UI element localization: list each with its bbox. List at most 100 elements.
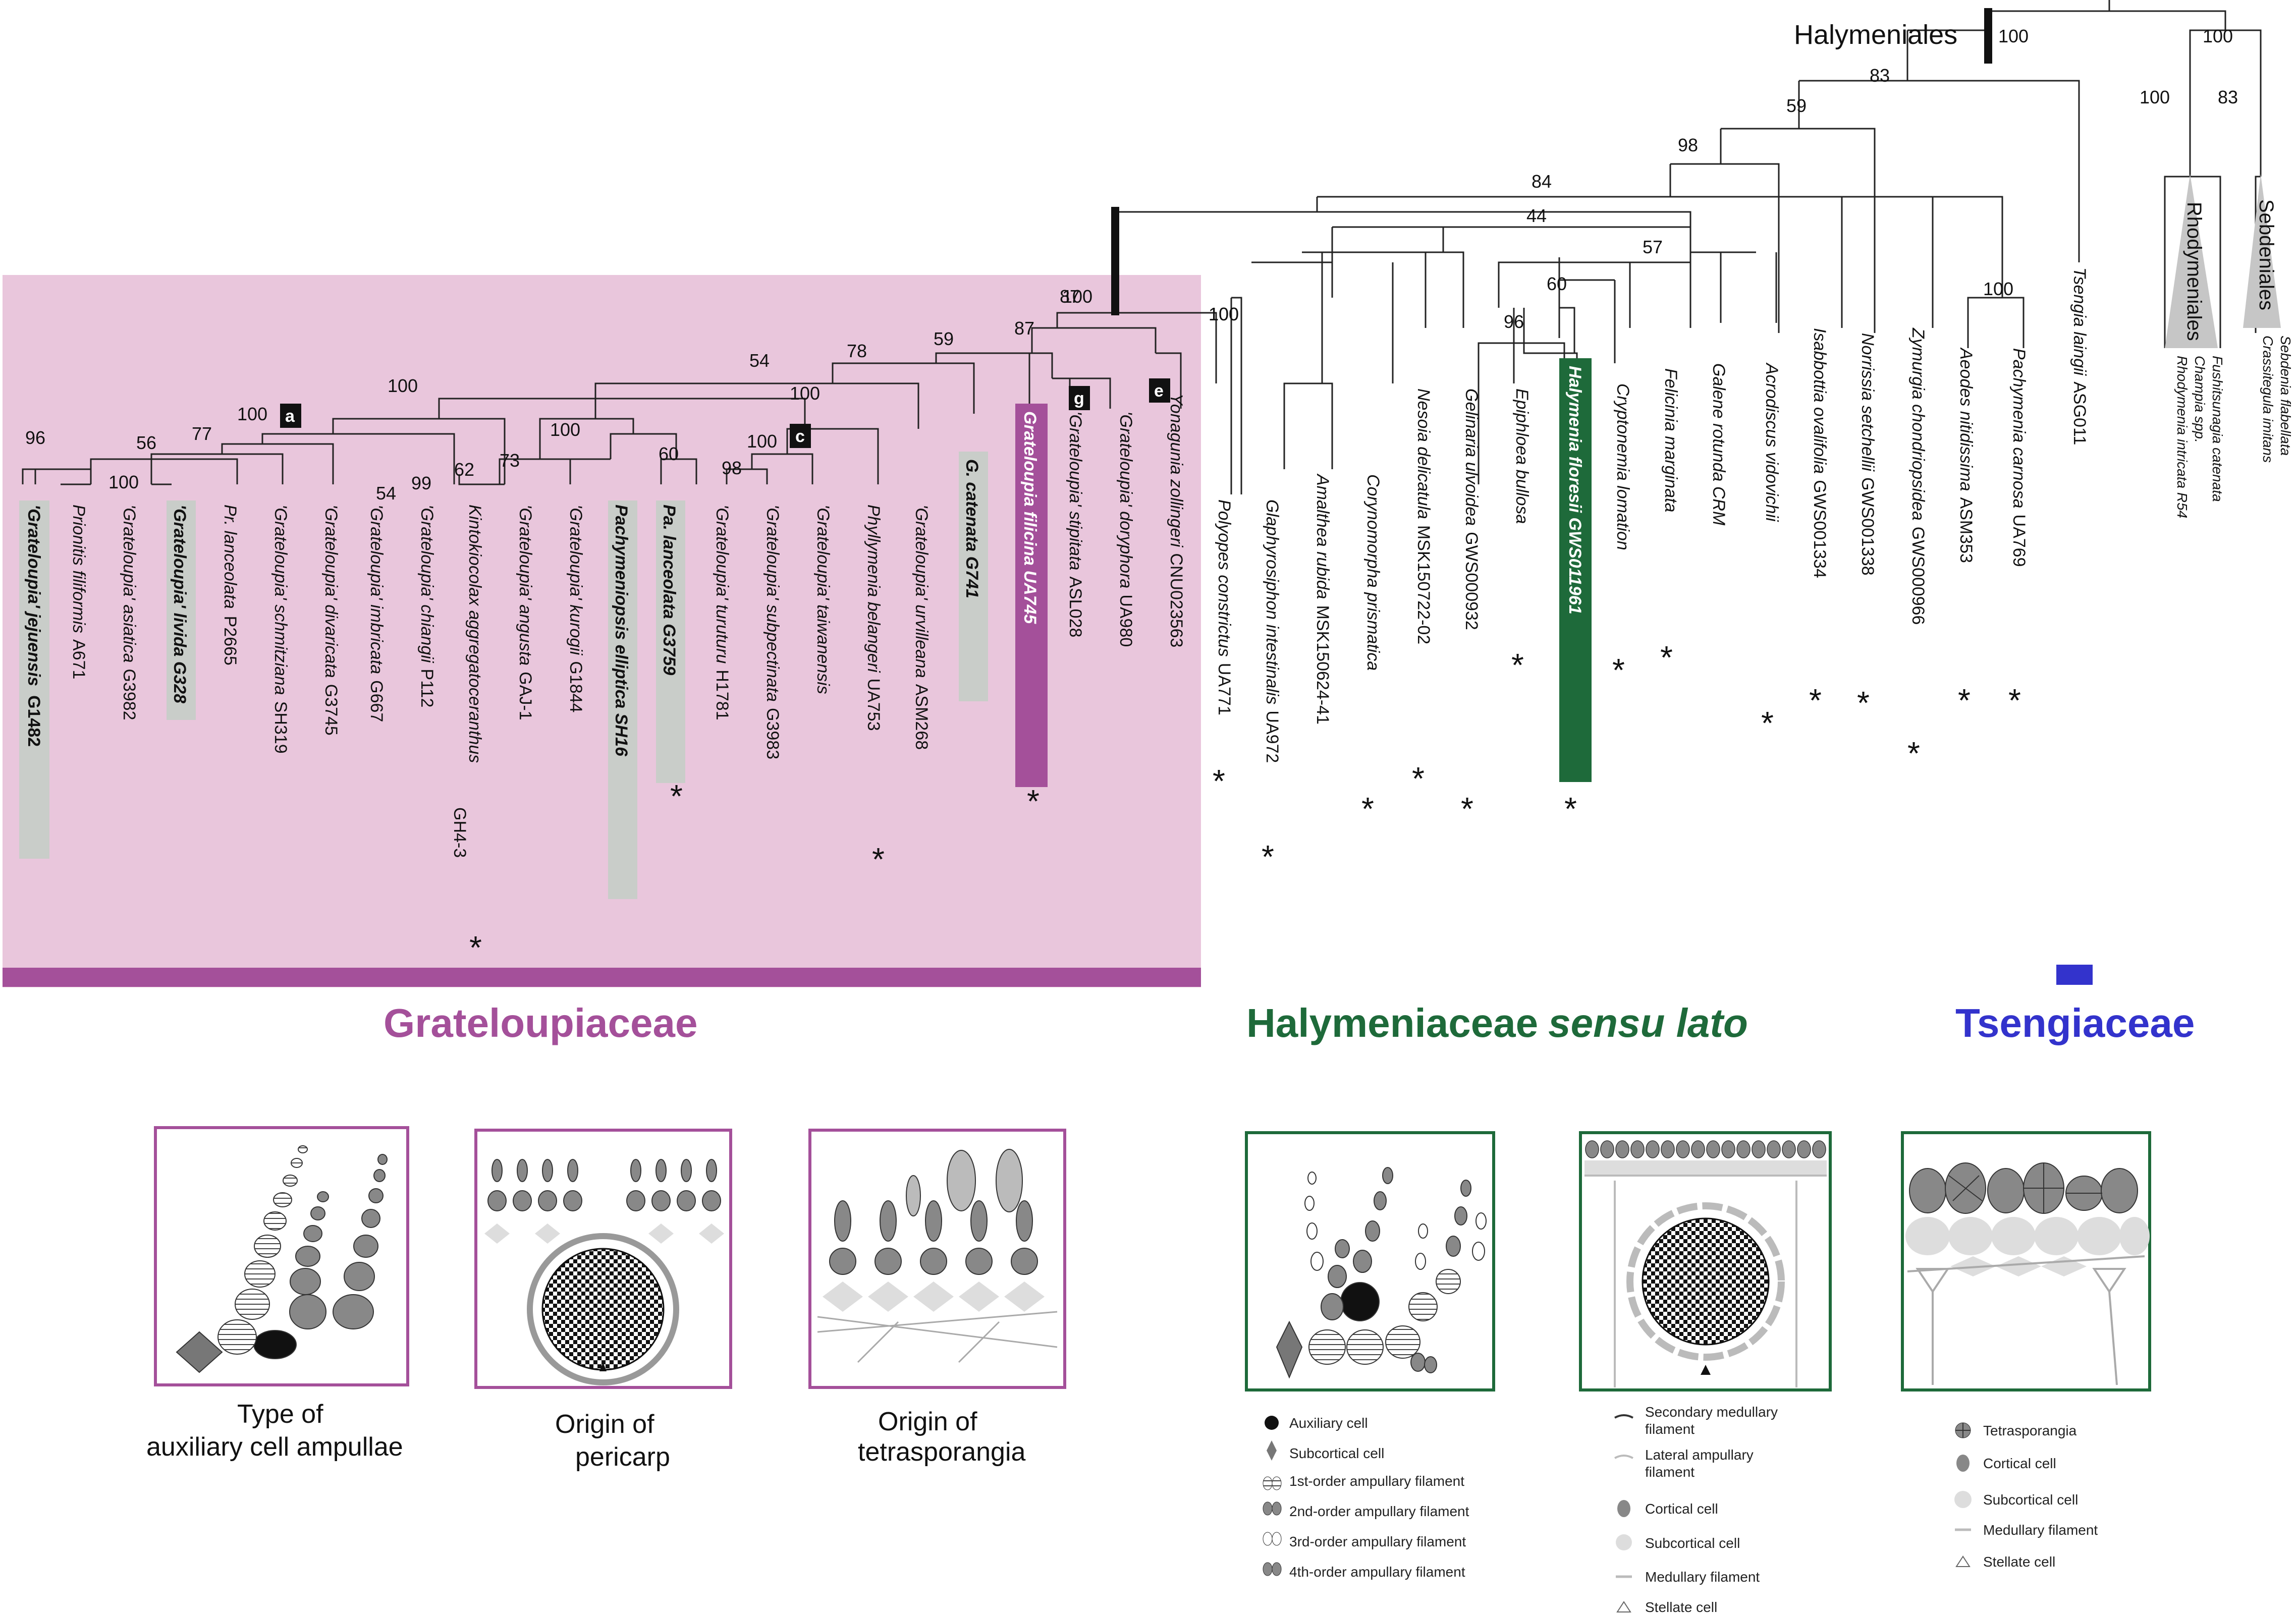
asterisk-mark: * [1660,639,1673,676]
tip-label: Aeodes nitidissimaASM353 [1956,347,1976,563]
asterisk-mark: * [1412,760,1425,797]
tip-label: G. catenata G741 [962,459,981,598]
order-rhodymeniales: Rhodymeniales [2183,202,2205,341]
node-box-g [1069,386,1090,410]
asterisk-mark: * [1564,791,1577,827]
legend-item: Cortical cell [1645,1501,1718,1517]
order-halymeniales: Halymeniales [1794,20,1957,50]
tip-label: 'Grateloupia' asiaticaG3982 [120,505,139,720]
legend-ampullae: Auxiliary cell Subcortical cell 1st-orde… [1263,1415,1469,1580]
asterisk-mark: * [1857,685,1870,721]
node-letters: a c e g [280,378,1170,448]
legend-item: Secondary medullary [1645,1404,1778,1420]
caption-pericarp-1: Origin of [555,1410,654,1439]
legend-item: Lateral ampullary [1645,1447,1754,1463]
panel-auxiliary-ampullae [154,1126,409,1386]
tip-label: 'Grateloupia' divaricataG3745 [321,505,341,736]
node-letter-g: g [1074,389,1084,408]
highlight-jejuensis [19,500,49,859]
asterisk-mark: * [1027,783,1040,819]
asterisk-mark: * [1262,839,1274,875]
tip-label: Epiphloea bullosa [1512,388,1532,524]
asterisk-mark: * [1612,652,1625,688]
panel-halymeniaceae-tetrasporangia [1901,1131,2151,1391]
legend-item: Stellate cell [1645,1599,1717,1615]
bs-value: 59 [1786,95,1807,116]
tip-label: Pa. lanceolata G3759 [660,505,679,675]
tip-label: Sebdenia flabellata [2278,336,2293,456]
panel-halymeniaceae-ampullae [1245,1131,1495,1391]
order-sebdeniales: Sebdeniales [2255,199,2277,310]
bs-value: 100 [1983,279,2013,299]
asterisk-mark: * [1809,682,1822,718]
panel-halymeniaceae-pericarp [1579,1131,1832,1391]
tip-label: Grateloupia filicina UA745 [1020,411,1040,624]
tip-label: Acrodiscus vidovichii [1762,362,1781,522]
bs-value: 83 [2218,87,2238,107]
tsengiaceae-bar [2056,965,2093,985]
caption-ampullae-2: auxiliary cell ampullae [146,1432,403,1462]
tip-label: Tsengia laingiiASG011 [2070,267,2089,445]
tip-label: Felicinia marginata [1661,368,1680,512]
legend-item: 4th-order ampullary filament [1289,1564,1465,1580]
tip-label: Fushitsunagia catenata [2210,356,2225,502]
tip-label: Kintokiocolax aggregatoceranthus [465,505,484,763]
bs-value: 100 [237,404,267,424]
tip-label: Nesoia delicatulaMSK150722-02 [1414,388,1433,644]
legend-item: 3rd-order ampullary filament [1289,1534,1466,1549]
caption-tetrasporangia-2: tetrasporangia [858,1437,1026,1467]
tip-label: Norrissia setchelliiGWS001338 [1858,333,1877,576]
asterisk-mark: * [1213,763,1225,799]
bs-value: 73 [500,450,520,471]
tip-label: 'Grateloupia' subpectinataG3983 [763,505,782,759]
legend-item: filament [1645,1464,1694,1480]
bs-value: 100 [1209,304,1239,324]
tip-label: 'Grateloupia' taiwanensis [813,505,833,694]
tip-label: Zymurgia chondriopsideaGWS000966 [1908,327,1928,625]
tip-label: Cryptonemia lomation [1613,383,1632,550]
tip-label: 'Grateloupia' schmitzianaSH319 [271,505,290,754]
rhodymeniales-triangle [2165,174,2218,348]
tip-label: Halymenia floresii GWS011961 [1565,366,1584,615]
tip-label: Champia spp. [2192,356,2208,443]
tip-label: Glaphyrosiphon intestinalisUA972 [1263,499,1282,763]
legend-pericarp: Secondary medullary filament Lateral amp… [1614,1404,1778,1615]
bs-value: 60 [659,443,679,464]
legend-item: Cortical cell [1983,1456,2056,1471]
tip-label: Polyopes constrictusUA771 [1215,499,1234,715]
bs-value: 100 [2203,26,2233,46]
tip-label: GH4-3 [450,807,469,858]
bs-value: 84 [1532,171,1552,192]
tip-label: Gelinaria ulvoideaGWS000932 [1462,388,1481,630]
node-box-a [280,404,301,428]
node-box-c [790,424,811,448]
bs-value: 100 [108,472,139,492]
bs-value: 56 [136,432,156,453]
tip-label: 'Grateloupia' chiangiiP112 [417,505,436,707]
bs-value: 59 [934,328,954,349]
asterisk-mark: * [670,778,683,814]
tip-label: Pr. lanceolataP2665 [221,505,240,665]
asterisk-mark: * [469,929,482,966]
bs-value: 100 [550,419,580,440]
tip-label: 'Grateloupia' doryphoraUA980 [1116,411,1135,647]
asterisk-mark: * [1907,735,1920,771]
legend-item: 1st-order ampullary filament [1289,1473,1464,1489]
grateloupiaceae-clade-box [3,275,1201,987]
bs-value: 100 [747,431,777,452]
bs-value: 100 [1998,26,2029,46]
legend-item: Auxiliary cell [1289,1415,1368,1431]
tip-label: 'Grateloupia' turuturuH1781 [713,505,732,720]
tip-label: 'Grateloupia' angustaGAJ-1 [516,505,535,720]
tip-label: Pachymenia carnosaUA769 [2009,348,2029,567]
bs-value: 87 [1060,286,1080,307]
highlight-halymenia [1559,358,1592,782]
caption-pericarp-2: pericarp [575,1442,670,1472]
legend-tetrasporangia: Tetrasporangia Cortical cell Subcortical… [1954,1422,2098,1570]
bs-value: 78 [847,341,867,361]
bs-value: 96 [1504,311,1524,332]
tip-label: Isabbottia ovalifoliaGWS001334 [1810,328,1829,578]
tip-label: 'Grateloupia' livida G328 [170,505,189,703]
asterisk-mark: * [1511,647,1524,683]
